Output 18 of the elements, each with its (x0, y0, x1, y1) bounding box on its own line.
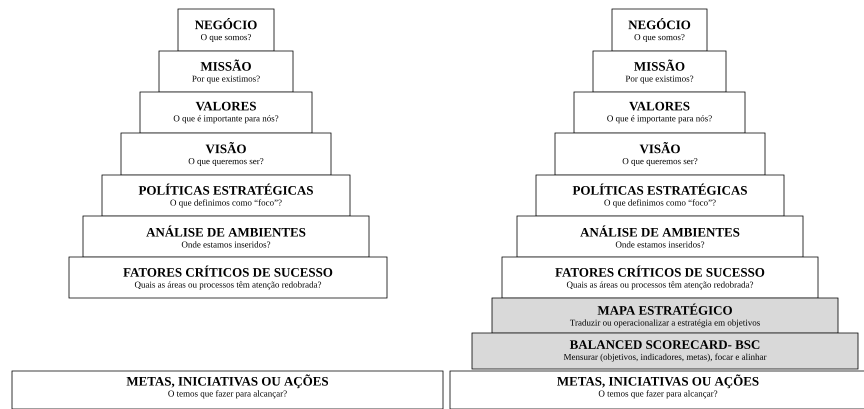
level-box: NEGÓCIO O que somos? (612, 8, 708, 52)
level-box: VALORES O que é importante para nós? (140, 92, 312, 134)
level-box: VISÃO O que queremos ser? (554, 132, 766, 176)
level-box: FATORES CRÍTICOS DE SUCESSO Quais as áreas ou processos têm atenção redobrada? (68, 256, 388, 298)
level-box: ANÁLISE DE AMBIENTES Onde estamos inseridos? (82, 216, 370, 258)
level-box: ANÁLISE DE AMBIENTES Onde estamos inseridos? (516, 216, 804, 258)
level-box: VALORES O que é importante para nós? (574, 92, 746, 134)
level-box: POLÍTICAS ESTRATÉGICAS O que definimos como “foco”? (536, 174, 784, 216)
level-box: METAS, INICIATIVAS OU AÇÕES O temos que fazer para alcançar? (450, 370, 864, 409)
level-box: FATORES CRÍTICOS DE SUCESSO Quais as áreas ou processos têm atenção redobrada? (502, 256, 818, 298)
level-box: POLÍTICAS ESTRATÉGICAS O que definimos como “foco”? (102, 174, 350, 216)
level-box: NEGÓCIO O que somos? (178, 8, 274, 52)
level-box: BALANCED SCORECARD- BSC Mensurar (objetivos, indicadores, metas), focar e alinhar (472, 332, 858, 370)
level-box: MISSÃO Por que existimos? (592, 50, 726, 92)
level-box: METAS, INICIATIVAS OU AÇÕES O temos que fazer para alcançar? (12, 370, 444, 409)
level-box: VISÃO O que queremos ser? (120, 132, 332, 176)
level-box: MAPA ESTRATÉGICO Traduzir ou operacionalizar a estratégia em objetivos (492, 298, 838, 334)
level-box: MISSÃO Por que existimos? (158, 50, 294, 92)
